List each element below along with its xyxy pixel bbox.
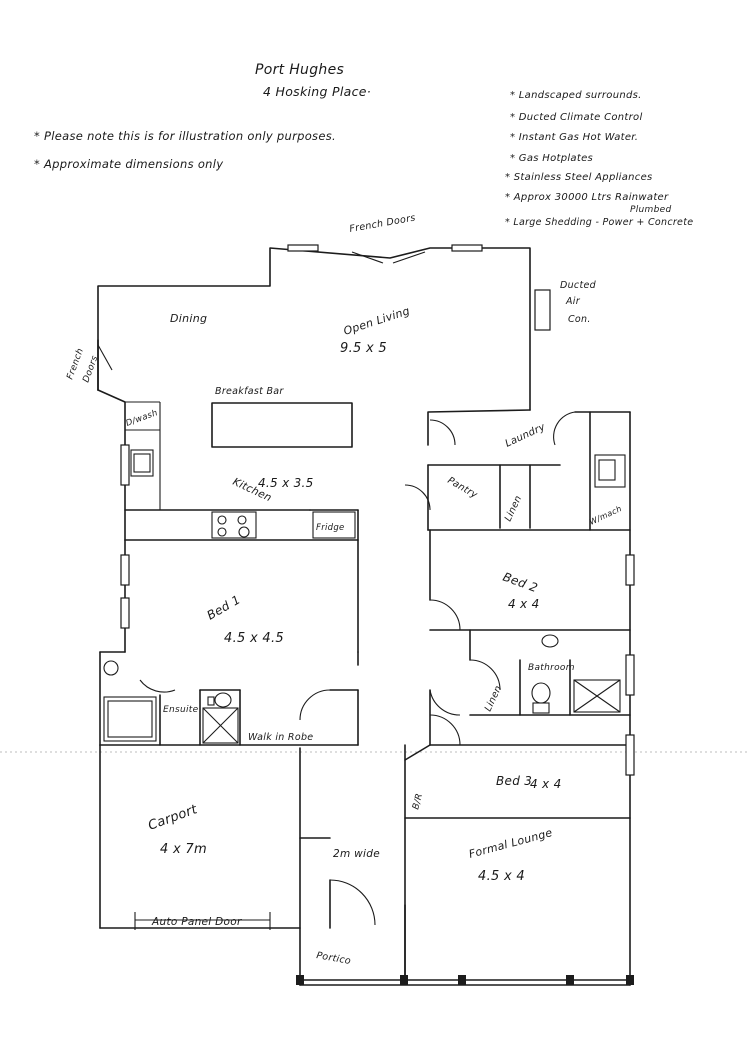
label-auto-panel-door: Auto Panel Door bbox=[151, 916, 242, 928]
label-french-doors-top: French Doors bbox=[349, 213, 417, 235]
feature-item: * Instant Gas Hot Water. bbox=[510, 132, 638, 143]
label-carport: Carport bbox=[146, 802, 200, 834]
label-built-in-robe: B/R bbox=[411, 792, 425, 810]
kitchen-sink bbox=[130, 449, 154, 477]
feature-item: * Large Shedding - Power + Concrete bbox=[505, 217, 693, 228]
label-ducted-aircon: Ducted bbox=[560, 280, 597, 291]
label-breakfast-bar: Breakfast Bar bbox=[215, 386, 284, 397]
label-carport-dims: 4 x 7m bbox=[160, 842, 207, 857]
label-bed3: Bed 3 bbox=[496, 774, 532, 788]
feature-item: * Approx 30000 Ltrs Rainwater bbox=[505, 192, 669, 203]
ensuite-toilet bbox=[207, 692, 232, 708]
feature-item: * Landscaped surrounds. bbox=[510, 90, 642, 101]
label-bed2-dims: 4 x 4 bbox=[508, 597, 540, 611]
disclaimer-dimensions: * Approximate dimensions only bbox=[34, 157, 223, 171]
label-fridge: Fridge bbox=[316, 523, 345, 533]
features-list: * Landscaped surrounds. * Ducted Climate… bbox=[505, 90, 693, 228]
label-washing-machine: W/mach bbox=[588, 504, 623, 527]
laundry-tub bbox=[594, 454, 626, 488]
label-bed1: Bed 1 bbox=[205, 592, 243, 622]
ensuite-shower bbox=[202, 707, 239, 744]
label-laundry: Laundry bbox=[504, 421, 548, 449]
label-pantry: Pantry bbox=[446, 475, 480, 501]
label-bathroom: Bathroom bbox=[528, 663, 575, 673]
feature-item: * Stainless Steel Appliances bbox=[505, 172, 653, 183]
feature-item-continued: Plumbed bbox=[630, 205, 671, 215]
label-formal-lounge-dims: 4.5 x 4 bbox=[478, 869, 525, 884]
bathroom-shower bbox=[573, 679, 621, 713]
label-walk-in-robe: Walk in Robe bbox=[248, 732, 313, 743]
breakfast-bar bbox=[211, 402, 353, 448]
label-bed3-dims: 4 x 4 bbox=[530, 777, 562, 791]
label-ducted-aircon-2: Air bbox=[565, 296, 581, 307]
label-open-living: Open Living bbox=[342, 304, 412, 338]
windows bbox=[120, 244, 635, 776]
ensuite-bath bbox=[103, 696, 157, 742]
label-linen-lower: Linen bbox=[483, 684, 505, 713]
ducted-aircon-unit bbox=[534, 289, 551, 331]
fixtures bbox=[103, 449, 626, 744]
title-address: 4 Hosking Place· bbox=[263, 84, 371, 99]
title-block: Port Hughes 4 Hosking Place· bbox=[255, 62, 371, 99]
label-ensuite: Ensuite bbox=[163, 705, 199, 715]
label-open-living-dims: 9.5 x 5 bbox=[340, 341, 387, 356]
feature-item: * Ducted Climate Control bbox=[510, 112, 643, 123]
ensuite-basin bbox=[103, 660, 119, 676]
fridge-space bbox=[312, 511, 356, 539]
label-dining: Dining bbox=[170, 312, 207, 325]
bathroom-basin bbox=[541, 634, 559, 648]
bathroom-toilet bbox=[531, 682, 551, 714]
feature-item: * Gas Hotplates bbox=[510, 153, 593, 164]
auto-panel-door-line bbox=[134, 912, 271, 930]
label-kitchen-dims: 4.5 x 3.5 bbox=[258, 476, 314, 490]
portico-posts bbox=[296, 975, 634, 985]
cooktop bbox=[211, 511, 257, 539]
label-bed2: Bed 2 bbox=[501, 570, 540, 596]
disclaimer-notes: * Please note this is for illustration o… bbox=[34, 129, 336, 171]
exterior-walls bbox=[97, 247, 631, 986]
label-portico: Portico bbox=[315, 950, 351, 967]
label-dishwasher: D/wash bbox=[125, 408, 160, 429]
interior-walls bbox=[99, 401, 631, 981]
label-linen-upper: Linen bbox=[503, 494, 525, 523]
label-bed1-dims: 4.5 x 4.5 bbox=[224, 631, 284, 646]
door-swings bbox=[97, 251, 576, 926]
title-suburb: Port Hughes bbox=[255, 62, 344, 78]
label-hall-width: 2m wide bbox=[333, 848, 380, 860]
label-ducted-aircon-3: Con. bbox=[568, 314, 591, 325]
disclaimer-illustration: * Please note this is for illustration o… bbox=[34, 129, 336, 143]
label-formal-lounge: Formal Lounge bbox=[467, 826, 553, 861]
